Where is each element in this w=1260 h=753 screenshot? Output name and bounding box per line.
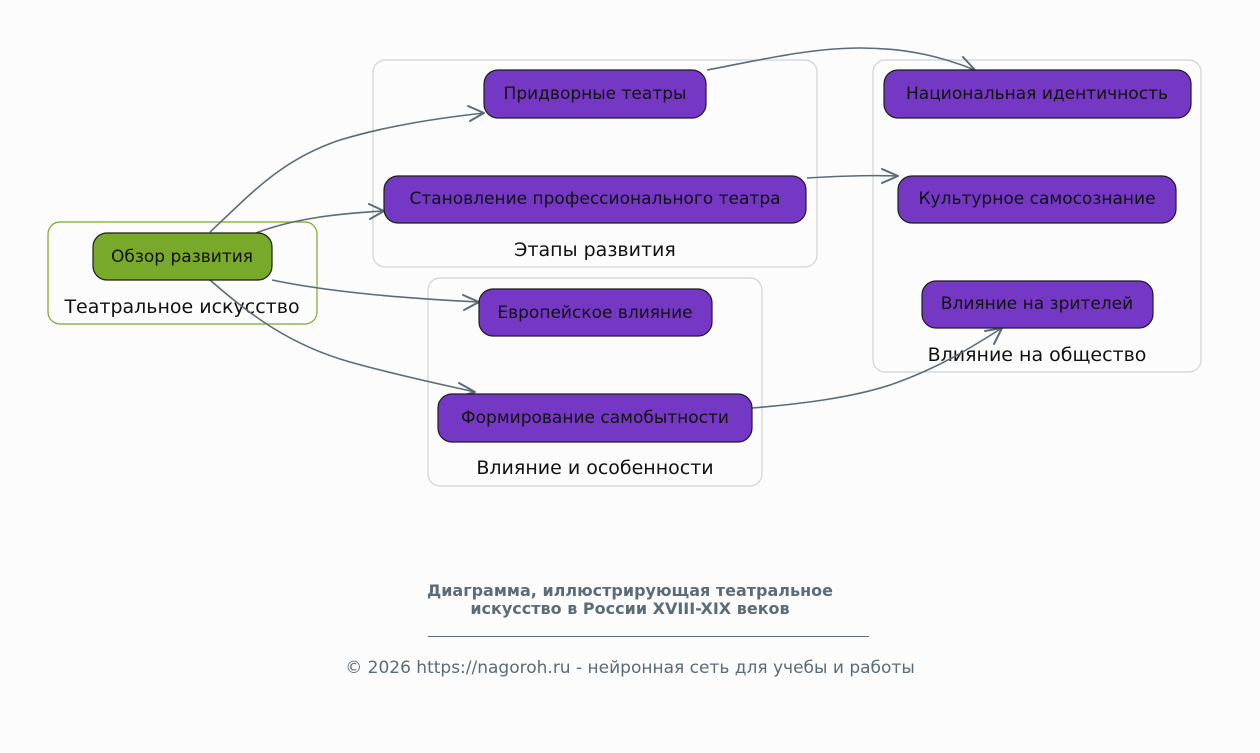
node-cultural-self-awareness[interactable]: Культурное самосознание — [897, 175, 1177, 224]
node-label: Формирование самобытности — [461, 408, 729, 428]
caption-text: Диаграмма, иллюстрирующая театральное ис… — [426, 581, 834, 618]
node-label: Национальная идентичность — [906, 84, 1168, 104]
edge-professional-to-cultural — [806, 168, 899, 184]
cluster-label: Этапы развития — [514, 239, 676, 261]
copyright-text: © 2026 https://nagoroh.ru - нейронная се… — [345, 658, 915, 678]
node-label: Придворные театры — [504, 84, 687, 104]
cluster-label: Влияние на общество — [928, 344, 1147, 366]
node-european-influence[interactable]: Европейское влияние — [478, 288, 713, 337]
edges — [209, 47, 1003, 409]
edge-overview-to-court — [209, 105, 485, 233]
node-audience-influence[interactable]: Влияние на зрителей — [921, 280, 1154, 329]
node-label: Обзор развития — [111, 247, 253, 267]
diagram-caption: Диаграмма, иллюстрирующая театральное ис… — [0, 582, 1260, 618]
arrowhead-icon — [467, 105, 485, 122]
caption-divider — [428, 636, 869, 637]
node-overview[interactable]: Обзор развития — [92, 232, 273, 281]
cluster-label: Театральное искусство — [63, 296, 299, 318]
arrowhead-icon — [881, 168, 899, 184]
cluster-label: Влияние и особенности — [476, 457, 713, 479]
node-court-theatres[interactable]: Придворные театры — [483, 69, 707, 119]
node-label: Европейское влияние — [497, 303, 692, 323]
node-national-identity[interactable]: Национальная идентичность — [883, 69, 1192, 119]
node-professional-theatre[interactable]: Становление профессионального театра — [383, 175, 807, 224]
node-label: Культурное самосознание — [918, 189, 1155, 209]
node-identity-formation[interactable]: Формирование самобытности — [437, 393, 753, 443]
node-label: Становление профессионального театра — [409, 189, 780, 209]
node-label: Влияние на зрителей — [941, 294, 1133, 314]
